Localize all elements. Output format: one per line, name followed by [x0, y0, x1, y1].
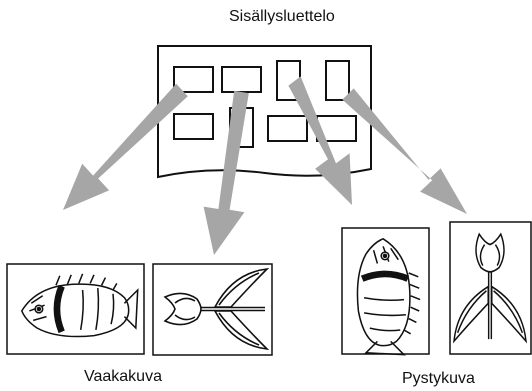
- landscape-print-tulip: [152, 263, 273, 356]
- thumb-4: [325, 60, 350, 101]
- thumb-5: [173, 113, 214, 140]
- tulip-icon: [453, 232, 527, 344]
- index-sheet-icon: [157, 45, 372, 179]
- index-label: Sisällysluettelo: [229, 8, 335, 25]
- arrow-1: [63, 83, 188, 210]
- arrow-2: [203, 90, 249, 255]
- arrows: [63, 76, 467, 255]
- fish-icon: [20, 273, 139, 338]
- thumb-2: [221, 66, 262, 93]
- arrow-4: [342, 88, 467, 214]
- fish-icon: [356, 237, 421, 356]
- tulip-icon: [163, 267, 270, 351]
- portrait-print-fish: [341, 227, 430, 356]
- arrow-3: [288, 76, 352, 206]
- landscape-label: Vaakakuva: [84, 368, 162, 385]
- thumb-7: [267, 115, 308, 142]
- landscape-print-fish: [6, 263, 145, 355]
- portrait-label: Pystykuva: [402, 370, 475, 387]
- portrait-print-tulip: [449, 221, 532, 355]
- thumb-1: [173, 66, 214, 93]
